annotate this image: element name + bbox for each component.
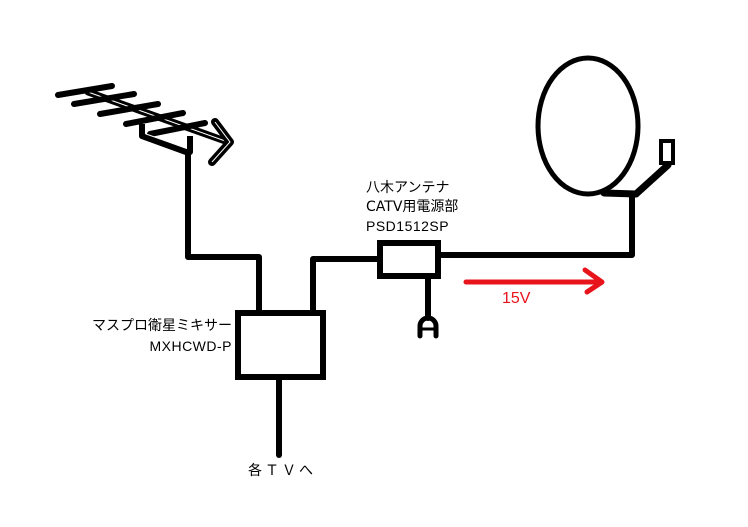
antenna-wire (185, 149, 262, 316)
power-plug-icon (417, 315, 439, 339)
satellite-dish-icon (535, 55, 675, 198)
satellite-wire (435, 193, 635, 258)
power-supply-label: 八木アンテナ CATV用電源部 PSD1512SP (366, 180, 458, 237)
output-label: 各ＴＶへ (248, 463, 316, 479)
yagi-antenna-icon (55, 83, 234, 166)
voltage-label: 15V (502, 290, 531, 307)
power-supply-label-maker: 八木アンテナ (366, 180, 450, 196)
power-supply-label-type: CATV用電源部 (366, 199, 459, 215)
mixer-box (235, 310, 326, 380)
mixer-label: マスプロ衛星ミキサー MXHCWD-P (64, 318, 232, 358)
mixer-to-psu-wire (310, 256, 383, 316)
mixer-label-model: MXHCWD-P (149, 338, 232, 354)
voltage-arrow (463, 267, 605, 295)
power-supply-box (377, 240, 441, 279)
mixer-label-name: マスプロ衛星ミキサー (92, 318, 232, 334)
power-supply-label-model: PSD1512SP (366, 218, 450, 234)
